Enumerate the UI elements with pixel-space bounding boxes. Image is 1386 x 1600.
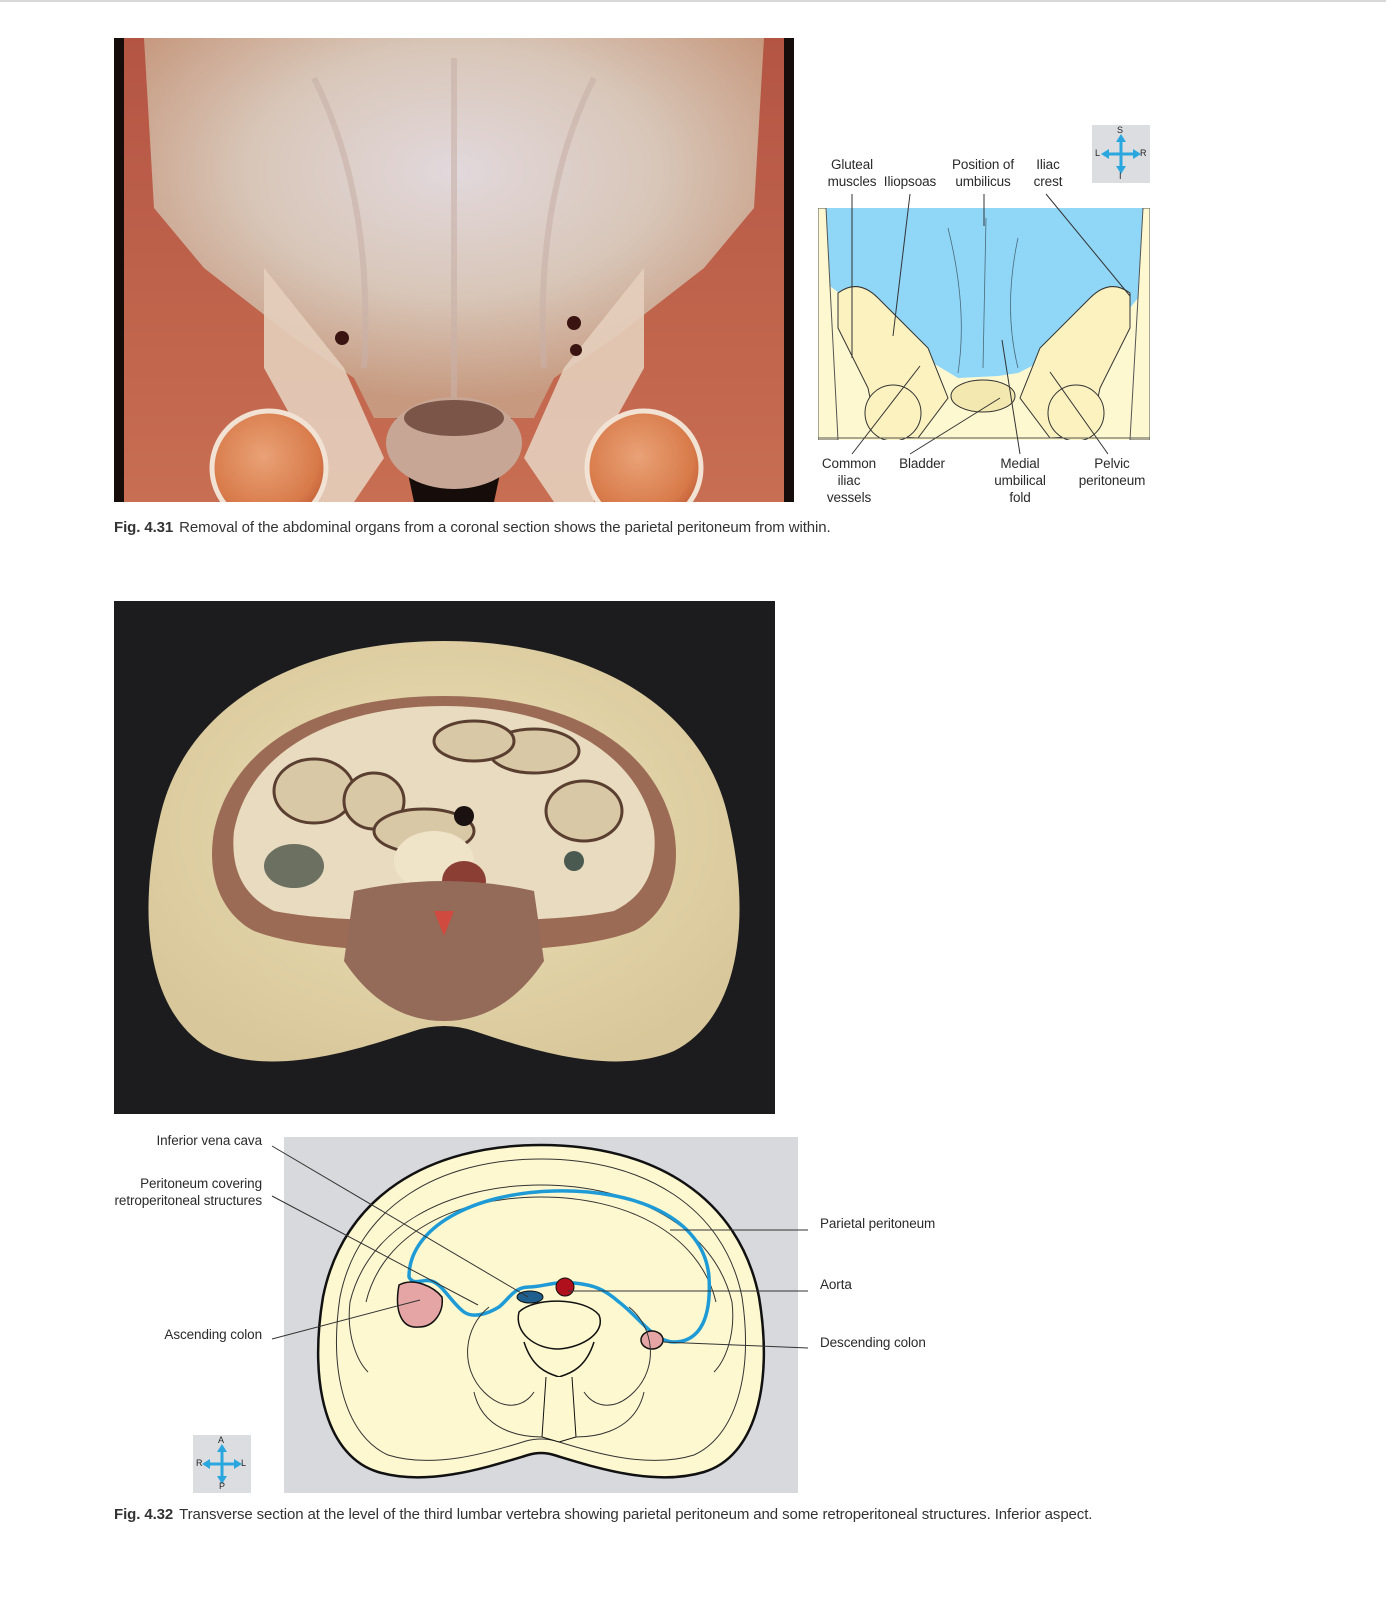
- label-aorta: Aorta: [820, 1277, 852, 1292]
- label-pelvic-peritoneum: Pelvic peritoneum: [1078, 456, 1146, 488]
- label-position-of-umbilicus: Position of umbilicus: [952, 157, 1014, 189]
- fig431-photograph: [114, 38, 794, 502]
- label-iliac-crest: Iliac crest: [1033, 157, 1063, 189]
- fig431-orientation-compass: S I L R: [1092, 125, 1150, 183]
- fig431-caption: Fig. 4.31 Removal of the abdominal organs…: [114, 518, 1114, 537]
- label-descending-colon: Descending colon: [820, 1335, 926, 1350]
- page-top-rule: [0, 0, 1386, 2]
- label-peritoneum-covering: Peritoneum covering retroperitoneal stru…: [114, 1176, 263, 1208]
- label-inferior-vena-cava: Inferior vena cava: [156, 1133, 262, 1148]
- label-gluteal-muscles: Gluteal muscles: [827, 157, 877, 189]
- compass-bottom-letter: I: [1119, 171, 1122, 181]
- compass-right-letter: L: [241, 1458, 247, 1468]
- label-ascending-colon: Ascending colon: [164, 1327, 262, 1342]
- fig431-caption-text: Removal of the abdominal organs from a c…: [179, 519, 831, 536]
- fig431-number: Fig. 4.31: [114, 519, 174, 536]
- compass-left-letter: R: [196, 1458, 203, 1468]
- fig432-caption: Fig. 4.32 Transverse section at the level…: [114, 1505, 1314, 1524]
- label-medial-umbilical-fold: Medial umbilical fold: [994, 456, 1046, 505]
- compass-right-letter: R: [1140, 148, 1147, 158]
- compass-top-letter: A: [218, 1435, 225, 1445]
- label-bladder: Bladder: [899, 456, 945, 471]
- fig432-photograph: [114, 601, 775, 1114]
- label-parietal-peritoneum: Parietal peritoneum: [820, 1216, 936, 1231]
- fig431-diagram: [817, 207, 1151, 442]
- label-common-iliac-vessels: Common iliac vessels: [821, 456, 877, 505]
- fig432-orientation-compass: A P R L: [193, 1435, 251, 1493]
- fig432-caption-text: Transverse section at the level of the t…: [179, 1506, 1093, 1523]
- fig432-number: Fig. 4.32: [114, 1506, 174, 1523]
- compass-top-letter: S: [1117, 125, 1124, 135]
- label-iliopsoas: Iliopsoas: [883, 174, 937, 189]
- compass-left-letter: L: [1095, 148, 1101, 158]
- fig432-diagram: [284, 1137, 798, 1493]
- compass-bottom-letter: P: [219, 1481, 226, 1491]
